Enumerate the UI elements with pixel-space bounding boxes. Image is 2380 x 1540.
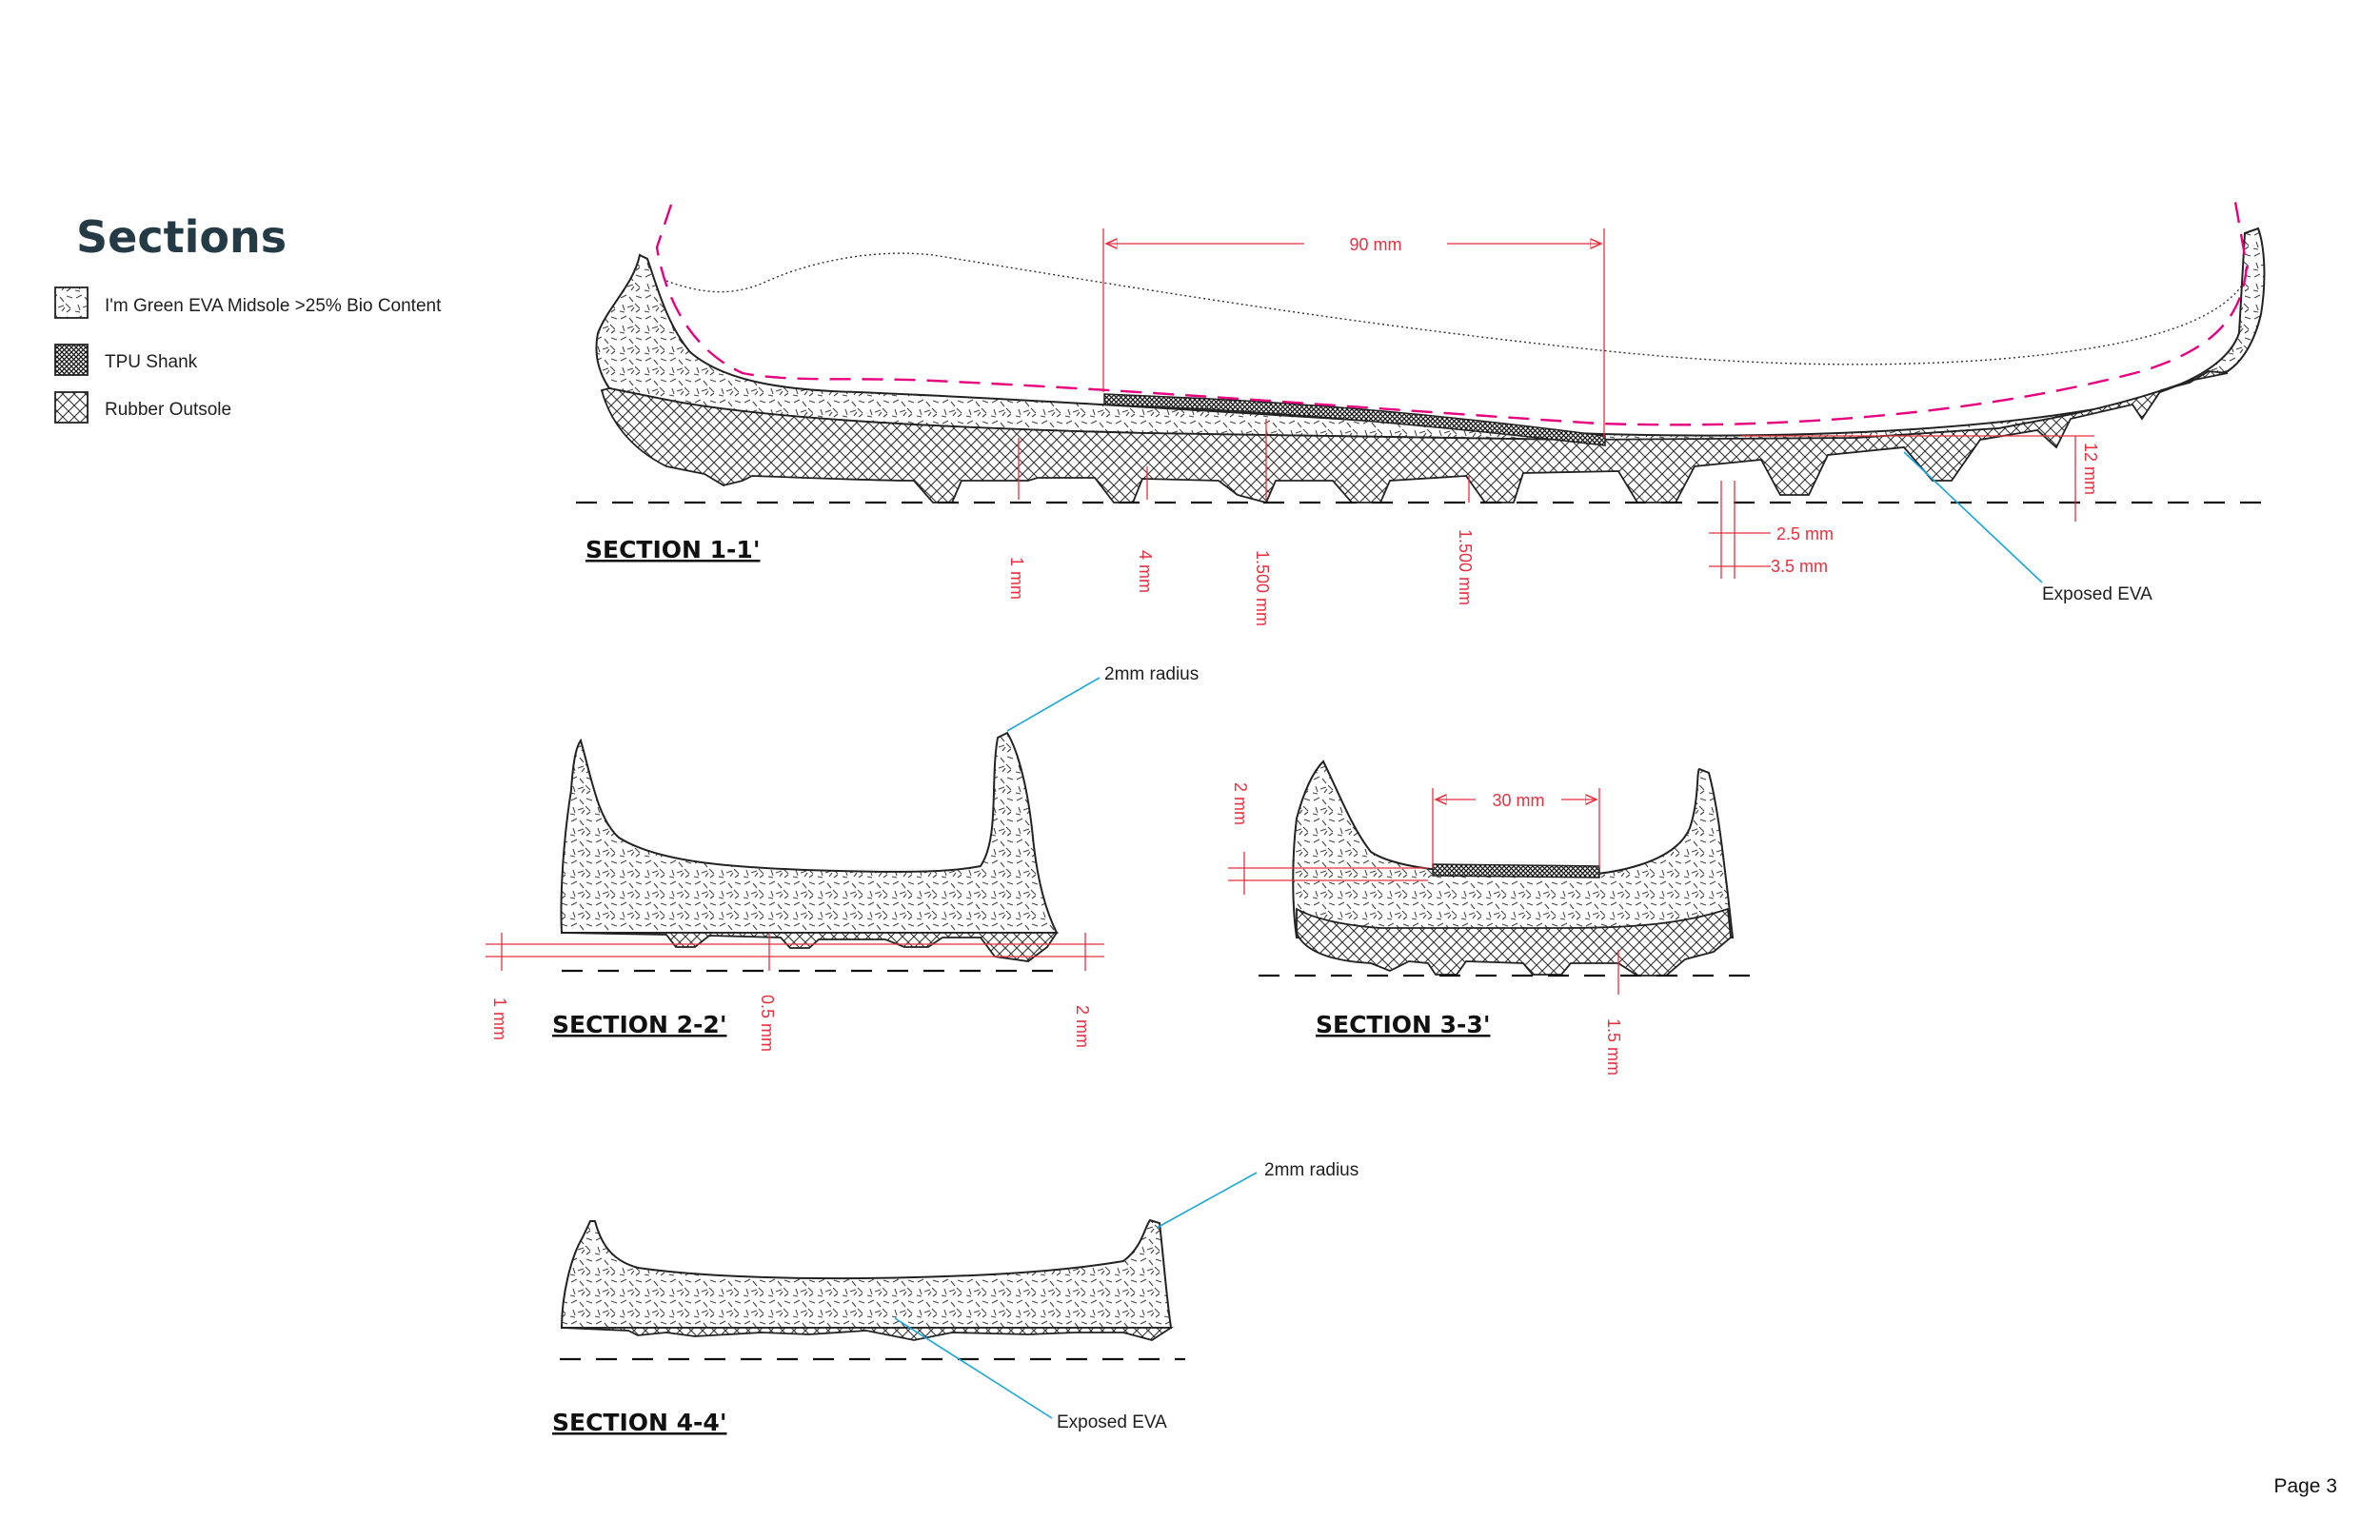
exposed-eva-note-1: Exposed EVA [2042,584,2152,604]
tpu-swatch-icon [54,344,89,376]
page-title: Sections [76,211,287,263]
dim-2-1mm-label: 1 mm [490,997,509,1040]
section-1-label: SECTION 1-1' [585,536,760,563]
dim-30-label: 30 mm [1492,791,1544,810]
section-3-label: SECTION 3-3' [1316,1011,1490,1038]
eva-swatch-icon [54,286,89,319]
dim-90-label: 90 mm [1349,235,1401,254]
dim-3-15mm-label: 1.5 mm [1604,1018,1623,1076]
dim-12mm-label: 12 mm [2081,443,2100,495]
legend-item-tpu: TPU Shank [54,344,198,376]
section-1-tpu-shank [1103,393,1606,446]
section-4-label: SECTION 4-4' [552,1409,726,1436]
dim-3-2mm-label: 2 mm [1231,782,1250,825]
section-1-midsole [595,227,2266,444]
section-3-midsole [1292,760,1735,938]
section-4-drawing: 2mm radius Exposed EVA SECTION 4-4' [552,1160,1359,1436]
dim-35-label: 3.5 mm [1771,557,1828,576]
page-number: Page 3 [2273,1475,2337,1497]
section-2-drawing: 2mm radius 1 mm 0.5 mm 2 mm SECTION 2-2' [486,664,1199,1052]
dim-2-2mm-label: 2 mm [1073,1005,1092,1048]
exposed-eva-note-4: Exposed EVA [1057,1412,1167,1432]
section-2-midsole [560,731,1059,934]
dim-25-label: 2.5 mm [1776,524,1834,543]
legend-label-rubber: Rubber Outsole [105,400,231,420]
legend-item-rubber: Rubber Outsole [54,391,231,424]
radius-leader-4 [1156,1172,1258,1229]
legend: I'm Green EVA Midsole >25% Bio Content T… [54,286,442,424]
dim-1500a-label: 1.500 mm [1253,550,1272,626]
exposed-eva-leader-1 [1903,451,2043,583]
last-bottom-line [655,201,2249,426]
last-outline [665,252,2243,365]
dim-1mm-label: 1 mm [1007,557,1026,600]
section-4-midsole [560,1218,1173,1329]
section-3-outsole [1296,907,1732,977]
dim-2-05mm-label: 0.5 mm [758,995,777,1052]
section-2-label: SECTION 2-2' [552,1011,726,1038]
radius-leader-2 [1006,677,1101,732]
section-3-drawing: 2 mm 30 mm 1.5 mm SECTION 3-3' [1228,760,1756,1076]
section-4-outsole [561,1327,1175,1341]
legend-label-tpu: TPU Shank [105,352,198,372]
legend-label-eva: I'm Green EVA Midsole >25% Bio Content [105,296,442,316]
dim-4mm-label: 4 mm [1136,550,1155,593]
section-1-drawing: 90 mm 1 mm 4 mm 1.500 mm 1.500 mm 12 mm … [576,201,2275,626]
rubber-swatch-icon [54,391,89,424]
radius-note-2: 2mm radius [1104,664,1199,684]
dim-1500b-label: 1.500 mm [1456,529,1475,605]
exposed-eva-leader-4 [894,1317,1053,1419]
section-3-tpu-shank [1432,863,1600,879]
radius-note-4: 2mm radius [1264,1160,1359,1180]
legend-item-eva: I'm Green EVA Midsole >25% Bio Content [54,286,442,319]
section-2-outsole [561,932,1059,962]
section-1-outsole [600,370,2229,504]
